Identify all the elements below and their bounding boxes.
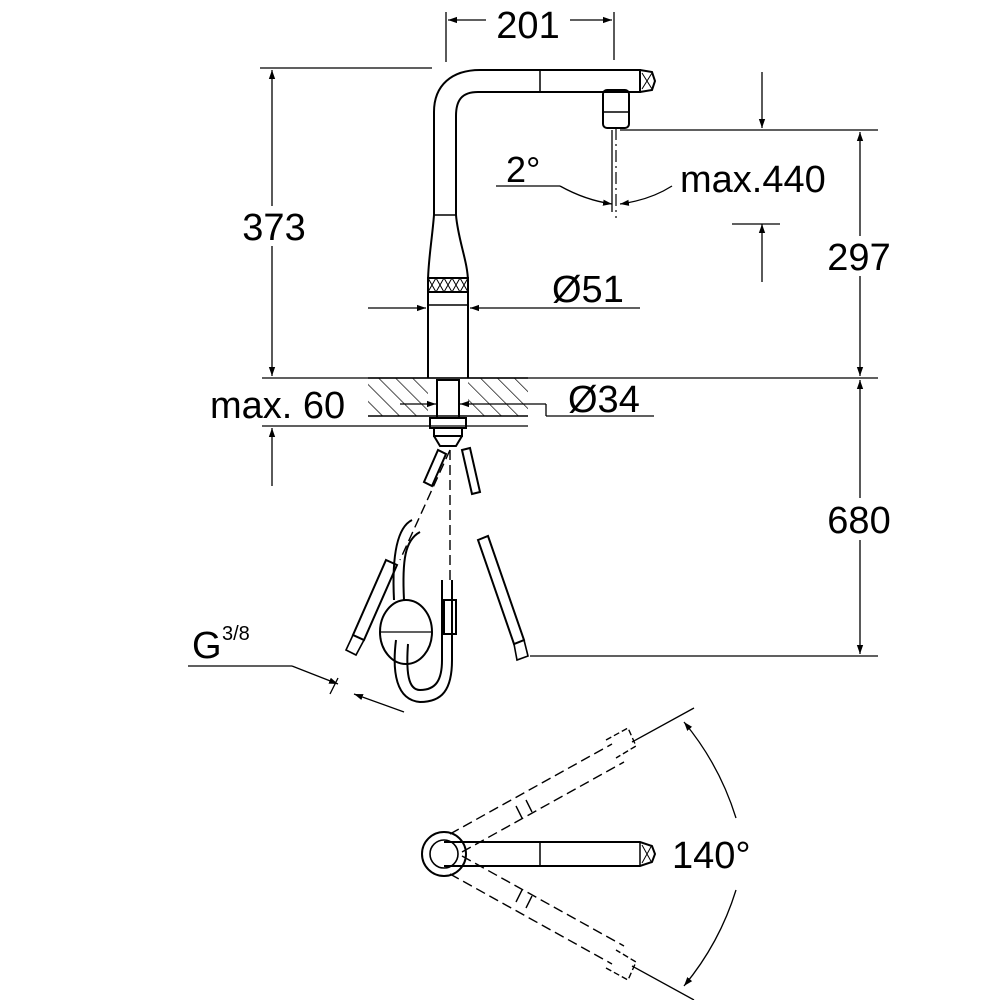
dim-counter-thickness-label: max. 60 (210, 385, 345, 427)
pullout-hose (392, 519, 421, 601)
spout-swing-lower (449, 855, 625, 965)
hot-supply-hose (476, 534, 526, 646)
spray-head (602, 89, 630, 129)
spout-swing-upper (449, 743, 625, 853)
dim-spout-angle (496, 130, 673, 212)
spout-outline (427, 69, 641, 378)
dim-swivel-angle-label: 140° (672, 835, 751, 877)
supply-hoses (344, 446, 529, 704)
dim-outlet-height (262, 72, 878, 379)
dim-thread-base: G (192, 625, 222, 667)
spout-top-view (444, 841, 657, 867)
dim-counter-thickness (262, 400, 654, 486)
dim-spout-angle-label: 2° (506, 149, 540, 190)
body-knurl-band (427, 277, 469, 293)
dim-hose-length-label: 680 (827, 500, 890, 542)
dim-swivel-angle (631, 707, 737, 1000)
dim-spout-height-label: 373 (242, 207, 305, 249)
dim-thread-fraction: 3/8 (222, 623, 250, 645)
dim-reach-label: max.440 (680, 159, 826, 201)
dim-top-width-label: 201 (496, 5, 559, 47)
spray-head-knurl (639, 69, 657, 93)
dim-body-diameter-label: Ø51 (552, 269, 624, 311)
faucet-top-view (421, 727, 657, 981)
base-outer-circle (421, 831, 467, 877)
dim-hole-diameter-label: Ø34 (568, 379, 640, 421)
mounting-shank (436, 379, 460, 419)
countertop (368, 377, 528, 417)
dim-outlet-height-label: 297 (827, 237, 890, 279)
dim-connection-thread (188, 665, 405, 713)
faucet-side-view (427, 69, 657, 447)
cold-supply-hose (351, 558, 399, 642)
